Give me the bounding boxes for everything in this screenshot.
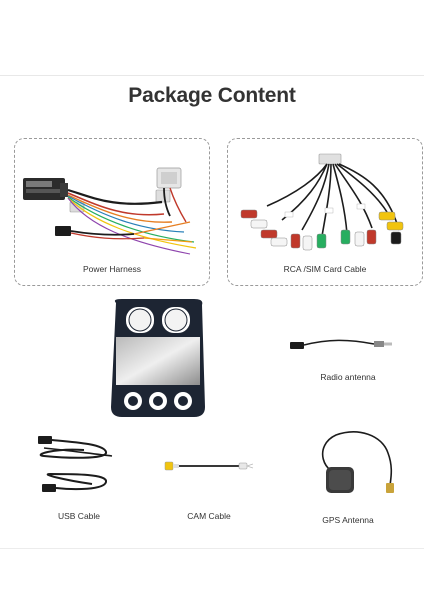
cam-cable-image — [164, 461, 254, 471]
rca-sim-panel — [227, 138, 423, 286]
power-harness-image — [23, 167, 197, 255]
radio-antenna-image — [290, 339, 392, 349]
usb-cable-label: USB Cable — [57, 511, 101, 521]
rca-sim-cable-label: RCA /SIM Card Cable — [283, 264, 367, 274]
page-title: Package Content — [128, 84, 296, 107]
power-harness-panel — [14, 138, 210, 286]
head-unit-image — [111, 299, 205, 417]
cam-cable-label: CAM Cable — [187, 511, 231, 521]
gps-antenna-image — [321, 431, 394, 493]
bottom-divider — [0, 548, 424, 549]
radio-antenna-label: Radio antenna — [320, 372, 376, 382]
gps-antenna-label: GPS Antenna — [322, 515, 374, 525]
power-harness-label: Power Harness — [82, 264, 142, 274]
rca-sim-cable-image — [240, 153, 404, 251]
top-divider — [0, 75, 424, 76]
usb-cable-image — [38, 436, 113, 492]
